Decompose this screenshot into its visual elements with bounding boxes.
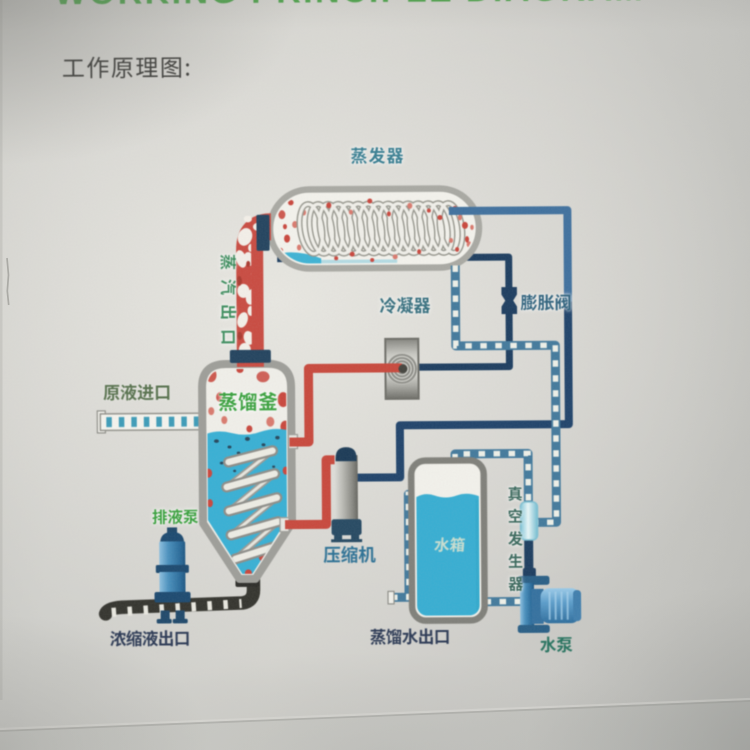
condenser-hub bbox=[398, 364, 408, 374]
compressor bbox=[331, 447, 363, 543]
label-expansion-valve: 膨胀阀 bbox=[520, 288, 572, 314]
expansion-valve bbox=[501, 287, 518, 315]
label-evaporator: 蒸发器 bbox=[350, 141, 405, 168]
label-vacuum-generator: 真空发生器 bbox=[504, 482, 527, 596]
label-steam-outlet: 蒸汽出口 bbox=[217, 253, 242, 355]
label-concentrate-outlet: 浓缩液出口 bbox=[109, 625, 190, 650]
label-raw-liquid-inlet: 原液进口 bbox=[103, 378, 172, 404]
steam-pipe-flange-top bbox=[256, 214, 270, 251]
water-tank-water bbox=[416, 493, 480, 616]
label-drain-pump: 排液泵 bbox=[151, 505, 199, 528]
evaporator bbox=[266, 185, 483, 272]
label-distillation-kettle: 蒸馏釜 bbox=[218, 385, 279, 416]
water-pump bbox=[517, 567, 582, 633]
label-water-pump: 水泵 bbox=[539, 631, 573, 656]
page-title-chinese: 工作原理图: bbox=[61, 48, 193, 84]
label-distilled-water-outlet: 蒸馏水出口 bbox=[369, 623, 450, 649]
label-compressor: 压缩机 bbox=[323, 541, 376, 568]
label-condenser: 冷凝器 bbox=[379, 291, 431, 317]
label-water-tank: 水箱 bbox=[433, 533, 467, 556]
raw-liquid-inlet-pipe bbox=[96, 410, 208, 434]
evaporator-liquid-film bbox=[321, 259, 398, 264]
outlet-end-cap bbox=[387, 590, 395, 605]
